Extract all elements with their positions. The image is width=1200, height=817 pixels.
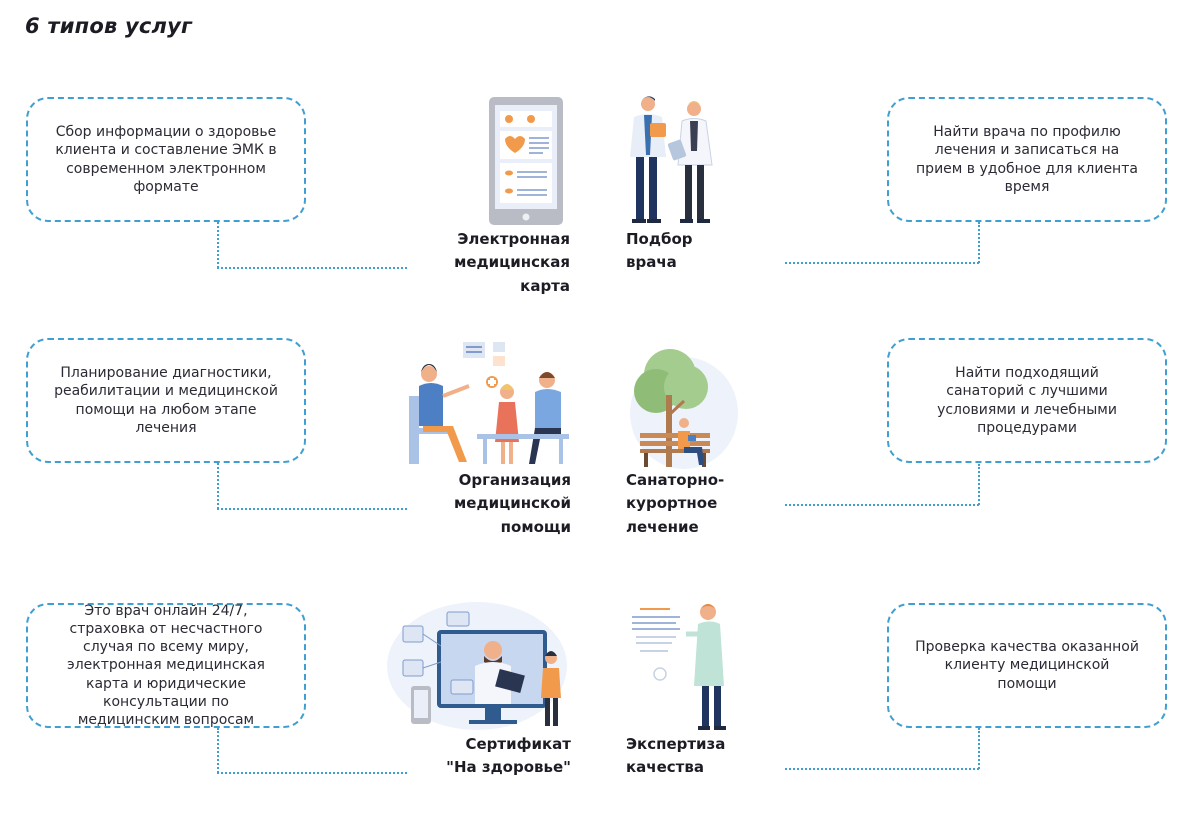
connector-line — [217, 222, 219, 268]
connector-line — [785, 504, 979, 506]
connector-line — [217, 267, 407, 269]
description-box-doctor-selection: Найти врача по профилю лечения и записат… — [887, 97, 1167, 222]
service-label-health-certificate: Сертификат "На здоровье" — [446, 735, 571, 777]
page-title: 6 типов услуг — [25, 14, 193, 38]
connector-line — [217, 463, 219, 509]
online-doctor-monitor-icon — [385, 600, 571, 732]
description-text: Сбор информации о здоровье клиента и сос… — [55, 124, 277, 195]
service-label-quality-review: Экспертиза качества — [626, 735, 726, 777]
connector-line — [217, 728, 219, 773]
description-box-sanatorium: Найти подходящий санаторий с лучшими усл… — [887, 338, 1167, 463]
description-box-health-certificate: Это врач онлайн 24/7, страховка от несча… — [26, 603, 306, 728]
connector-line — [978, 222, 980, 263]
connector-line — [785, 768, 979, 770]
doctor-with-chart-icon — [626, 600, 736, 732]
connector-line — [217, 772, 407, 774]
description-text: Найти врача по профилю лечения и записат… — [916, 124, 1138, 195]
service-label-care-organization: Организация медицинской помощи — [454, 471, 571, 536]
service-label-sanatorium: Санаторно-курортное лечение — [626, 471, 725, 536]
description-text: Найти подходящий санаторий с лучшими усл… — [937, 365, 1117, 436]
service-label-doctor-selection: Подбор врача — [626, 230, 693, 272]
description-text: Это врач онлайн 24/7, страховка от несча… — [67, 602, 265, 728]
tablet-medical-record-icon — [487, 95, 565, 227]
description-text: Проверка качества оказанной клиенту меди… — [915, 639, 1139, 692]
description-box-quality-review: Проверка качества оказанной клиенту меди… — [887, 603, 1167, 728]
description-text: Планирование диагностики, реабилитации и… — [54, 365, 278, 436]
connector-line — [217, 508, 407, 510]
connector-line — [978, 728, 980, 769]
connector-line — [978, 464, 980, 505]
connector-line — [785, 262, 979, 264]
description-box-care-organization: Планирование диагностики, реабилитации и… — [26, 338, 306, 463]
two-doctors-icon — [622, 95, 717, 227]
description-box-emr: Сбор информации о здоровье клиента и сос… — [26, 97, 306, 222]
park-bench-tree-icon — [626, 335, 738, 470]
service-label-emr: Электронная медицинская карта — [454, 230, 570, 295]
doctor-consultation-icon — [407, 338, 572, 468]
